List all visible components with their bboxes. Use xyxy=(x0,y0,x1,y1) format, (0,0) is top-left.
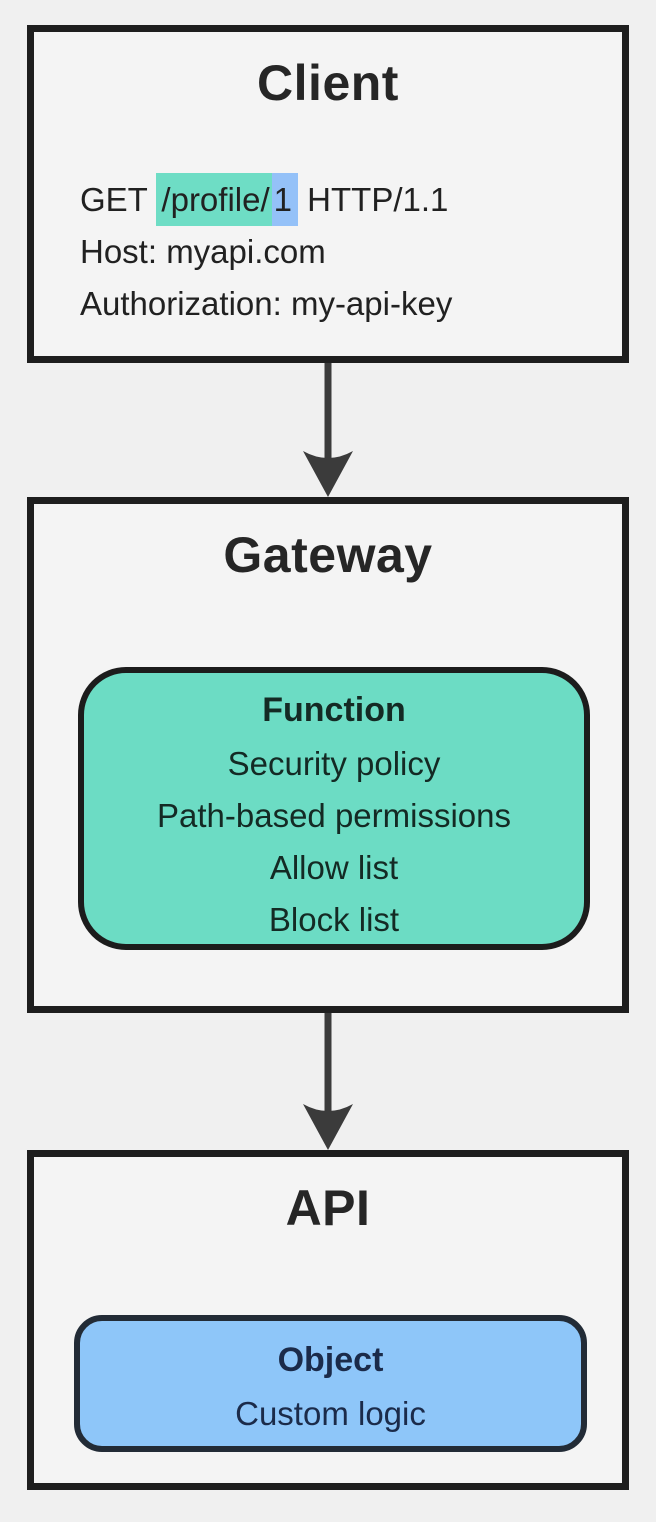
request-method: GET xyxy=(80,181,157,218)
function-item: Security policy xyxy=(227,745,441,782)
function-item: Block list xyxy=(268,901,400,938)
object-card-title: Object xyxy=(277,1341,384,1379)
gateway-title: Gateway xyxy=(223,527,433,583)
api-node: API Object Custom logic xyxy=(27,1150,629,1490)
request-protocol: HTTP/1.1 xyxy=(298,181,449,218)
http-request: GET /profile/1 HTTP/1.1 Host: myapi.com … xyxy=(80,173,453,330)
request-line: GET /profile/1 HTTP/1.1 xyxy=(80,173,452,226)
client-title: Client xyxy=(257,55,399,111)
function-card-title: Function xyxy=(262,691,406,729)
function-card: Function Security policy Path-based perm… xyxy=(78,667,590,950)
arrow-down-icon xyxy=(303,1013,353,1150)
request-id-highlight: 1 xyxy=(271,173,298,226)
request-path-highlight: /profile/ xyxy=(156,173,272,226)
api-title: API xyxy=(285,1180,371,1236)
arrow-down-icon xyxy=(303,363,353,497)
request-auth-line: Authorization: my-api-key xyxy=(80,285,453,322)
object-item: Custom logic xyxy=(235,1395,426,1432)
function-item: Allow list xyxy=(269,849,399,886)
client-node: Client GET /profile/1 HTTP/1.1 Host: mya… xyxy=(27,25,629,363)
gateway-node: Gateway Function Security policy Path-ba… xyxy=(27,497,629,1013)
object-card: Object Custom logic xyxy=(74,1315,587,1452)
request-host-line: Host: myapi.com xyxy=(80,233,326,270)
function-item: Path-based permissions xyxy=(156,797,511,834)
